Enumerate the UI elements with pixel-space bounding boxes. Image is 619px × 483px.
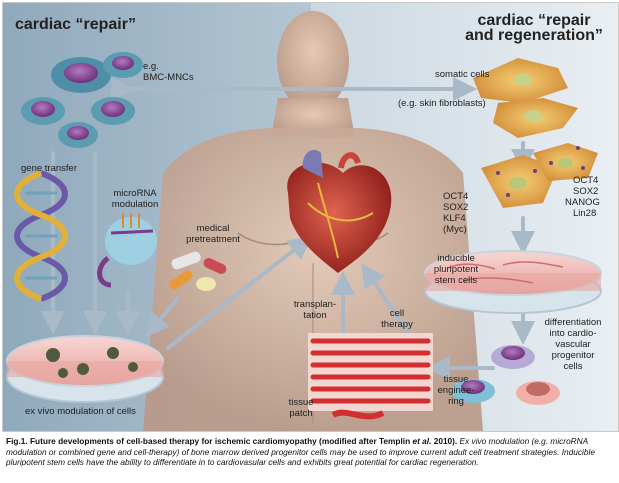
label-medical: medical [196,223,230,234]
label-differentiation-4: progenitor [551,350,595,361]
caption-body: Ex vivo modulation (e.g. microRNA modula… [6,436,595,468]
label-cell: cell [389,308,405,319]
figure-caption: Fig.1. Future developments of cell-based… [6,436,613,468]
label-factor-oct4-left: OCT4 [443,191,469,202]
label-ex-vivo: ex vivo modulation of cells [25,406,136,417]
label-ips-inducible: inducible [437,253,475,264]
bmc-mnc-cells [21,52,143,148]
label-transplantation-1: transplan- [293,299,337,310]
label-ips-stem-cells: stem cells [434,275,478,286]
illustration-panel: cardiac “repair” cardiac “repair and reg… [2,2,619,432]
label-gene-transfer: gene transfer [21,163,77,174]
label-therapy: therapy [381,319,413,330]
ips-dish [424,250,602,314]
label-factor-sox2-right: SOX2 [573,186,599,197]
label-somatic-cells: somatic cells [435,69,490,80]
label-tissue-engineering-2: enginee- [437,385,475,396]
title-left: cardiac “repair” [15,16,136,33]
caption-lead: Fig.1. Future developments of cell-based… [6,436,413,446]
dna-helix [14,170,68,302]
label-differentiation-1: differentiation [544,317,602,328]
label-tissue-patch-2: patch [289,408,313,419]
caption-etal: et al. [412,436,432,446]
label-factor-myc: (Myc) [443,224,467,235]
label-ips-pluripotent: pluripotent [433,264,479,275]
caption-lead-end: 2010). [431,436,458,446]
label-tissue-engineering-3: ring [448,396,464,407]
title-right-line1: cardiac “repair [477,12,591,29]
tissue-patch [308,333,433,420]
label-factor-oct4-right: OCT4 [573,175,599,186]
label-skin-fibroblasts: (e.g. skin fibroblasts) [398,98,486,109]
label-differentiation-5: cells [563,361,583,372]
heart [287,149,392,273]
fibroblasts [473,58,598,208]
label-microrna: microRNA [113,188,157,199]
label-factor-nanog: NANOG [565,197,600,208]
label-differentiation-2: into cardio- [549,328,597,339]
label-factor-klf4: KLF4 [443,213,466,224]
medical-pills [169,251,227,291]
label-transplantation-2: tation [303,310,327,321]
microrna-complex [97,213,157,288]
label-factor-sox2-left: SOX2 [443,202,469,213]
progenitor-cells [451,345,560,405]
label-bmc-mncs: BMC-MNCs [143,72,194,83]
illustration [3,3,618,431]
label-factor-lin28: Lin28 [573,208,597,219]
label-tissue-engineering-1: tissue [443,374,469,385]
label-pretreatment: pretreatment [186,234,240,245]
label-microrna-modulation: modulation [111,199,159,210]
label-bmc-eg: e.g. [143,61,159,72]
ex-vivo-dish [6,335,164,403]
label-tissue-patch-1: tissue [288,397,314,408]
label-differentiation-3: vascular [555,339,591,350]
title-right-line2: and regeneration” [465,27,603,44]
